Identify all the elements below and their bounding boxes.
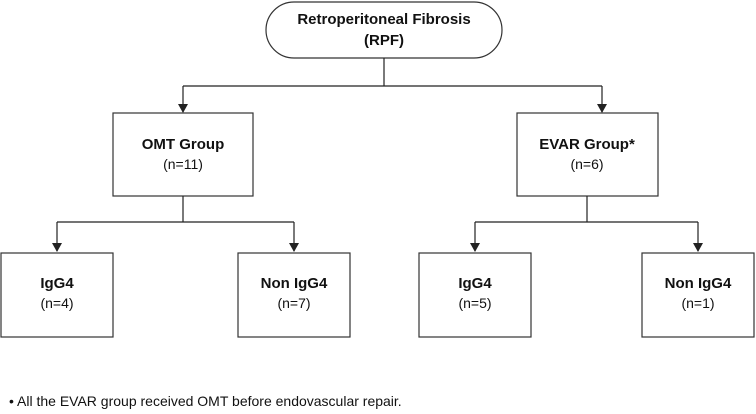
node-omt-igg4-shape (0, 252, 114, 338)
node-root: Retroperitoneal Fibrosis (RPF) (265, 1, 503, 59)
node-omt-group-shape (112, 112, 254, 197)
node-omt-group-count: (n=11) (163, 156, 203, 172)
node-omt-non-igg4-title: Non IgG4 (261, 275, 328, 292)
node-evar-igg4-count: (n=5) (458, 295, 491, 311)
node-root-subtitle: (RPF) (364, 32, 404, 49)
node-evar-group-shape (516, 112, 659, 197)
node-evar-non-igg4-shape (641, 252, 755, 338)
node-evar-group: EVAR Group* (n=6) (516, 112, 659, 197)
node-omt-non-igg4-shape (237, 252, 351, 338)
node-evar-non-igg4: Non IgG4 (n=1) (641, 252, 755, 338)
node-omt-igg4-title: IgG4 (40, 275, 74, 292)
node-evar-igg4-title: IgG4 (458, 275, 492, 292)
node-evar-non-igg4-title: Non IgG4 (665, 275, 732, 292)
node-evar-igg4-shape (418, 252, 532, 338)
node-omt-group: OMT Group (n=11) (112, 112, 254, 197)
footnote: • All the EVAR group received OMT before… (9, 393, 402, 409)
node-root-title: Retroperitoneal Fibrosis (297, 11, 470, 28)
node-evar-igg4: IgG4 (n=5) (418, 252, 532, 338)
node-omt-igg4-count: (n=4) (40, 295, 73, 311)
node-omt-group-title: OMT Group (142, 136, 225, 153)
node-evar-group-title: EVAR Group* (539, 136, 635, 153)
node-omt-non-igg4-count: (n=7) (277, 295, 310, 311)
node-evar-non-igg4-count: (n=1) (681, 295, 714, 311)
node-evar-group-count: (n=6) (570, 156, 603, 172)
node-omt-igg4: IgG4 (n=4) (0, 252, 114, 338)
node-omt-non-igg4: Non IgG4 (n=7) (237, 252, 351, 338)
